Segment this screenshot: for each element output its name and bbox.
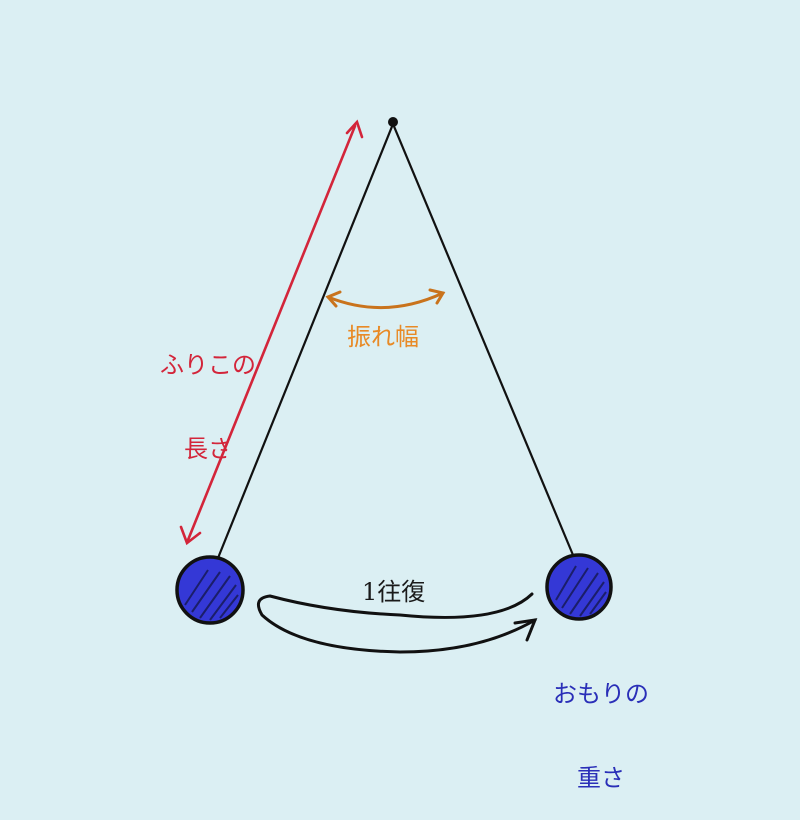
pendulum-length-label: ふりこの 長さ <box>160 295 256 491</box>
amplitude-arrow <box>325 288 446 309</box>
pendulum-diagram <box>175 117 613 654</box>
length-label-line2: 長さ <box>184 435 232 463</box>
weight-label-line2: 重さ <box>577 764 625 792</box>
round-trip-label: 1往復 <box>362 578 426 606</box>
amplitude-label: 振れ幅 <box>347 323 419 351</box>
round-trip-arrow <box>256 592 538 654</box>
pendulum-strings <box>216 123 575 559</box>
length-arrow <box>179 119 364 546</box>
bob-weight-label: おもりの 重さ <box>553 624 649 820</box>
pivot-point <box>388 117 398 127</box>
length-label-line1: ふりこの <box>160 351 256 379</box>
weight-label-line1: おもりの <box>553 680 649 708</box>
left-bob <box>175 555 245 625</box>
right-bob <box>545 553 613 621</box>
